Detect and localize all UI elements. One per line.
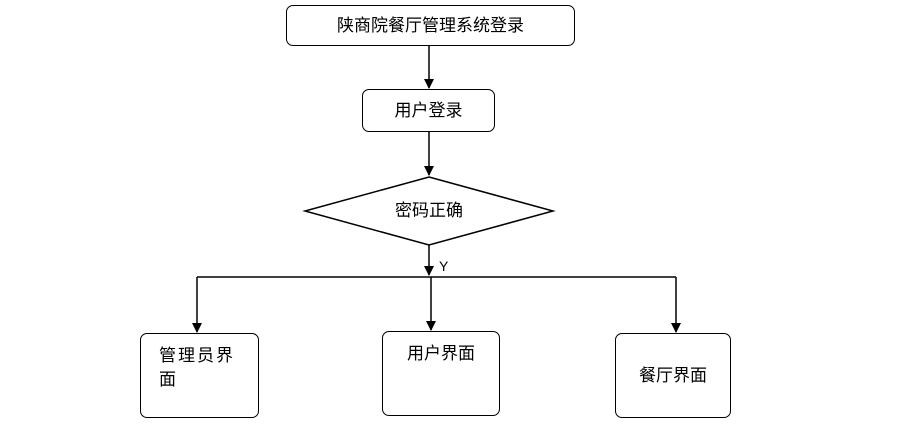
node-admin-interface-label: 管理员界 面: [159, 346, 235, 390]
node-system-login-title-label: 陕商院餐厅管理系统登录: [337, 15, 524, 36]
node-restaurant-interface: 餐厅界面: [615, 333, 731, 418]
node-user-interface-label: 用户界面: [407, 344, 475, 364]
node-user-login: 用户登录: [362, 89, 495, 132]
edge-yes-label: Y: [439, 258, 449, 274]
node-restaurant-interface-label: 餐厅界面: [639, 365, 707, 386]
node-system-login-title: 陕商院餐厅管理系统登录: [286, 5, 575, 46]
node-user-login-label: 用户登录: [394, 100, 463, 121]
decision-password-check-label: 密码正确: [395, 201, 463, 221]
node-user-interface: 用户界面: [382, 331, 500, 416]
node-admin-interface: 管理员界 面: [140, 333, 259, 418]
